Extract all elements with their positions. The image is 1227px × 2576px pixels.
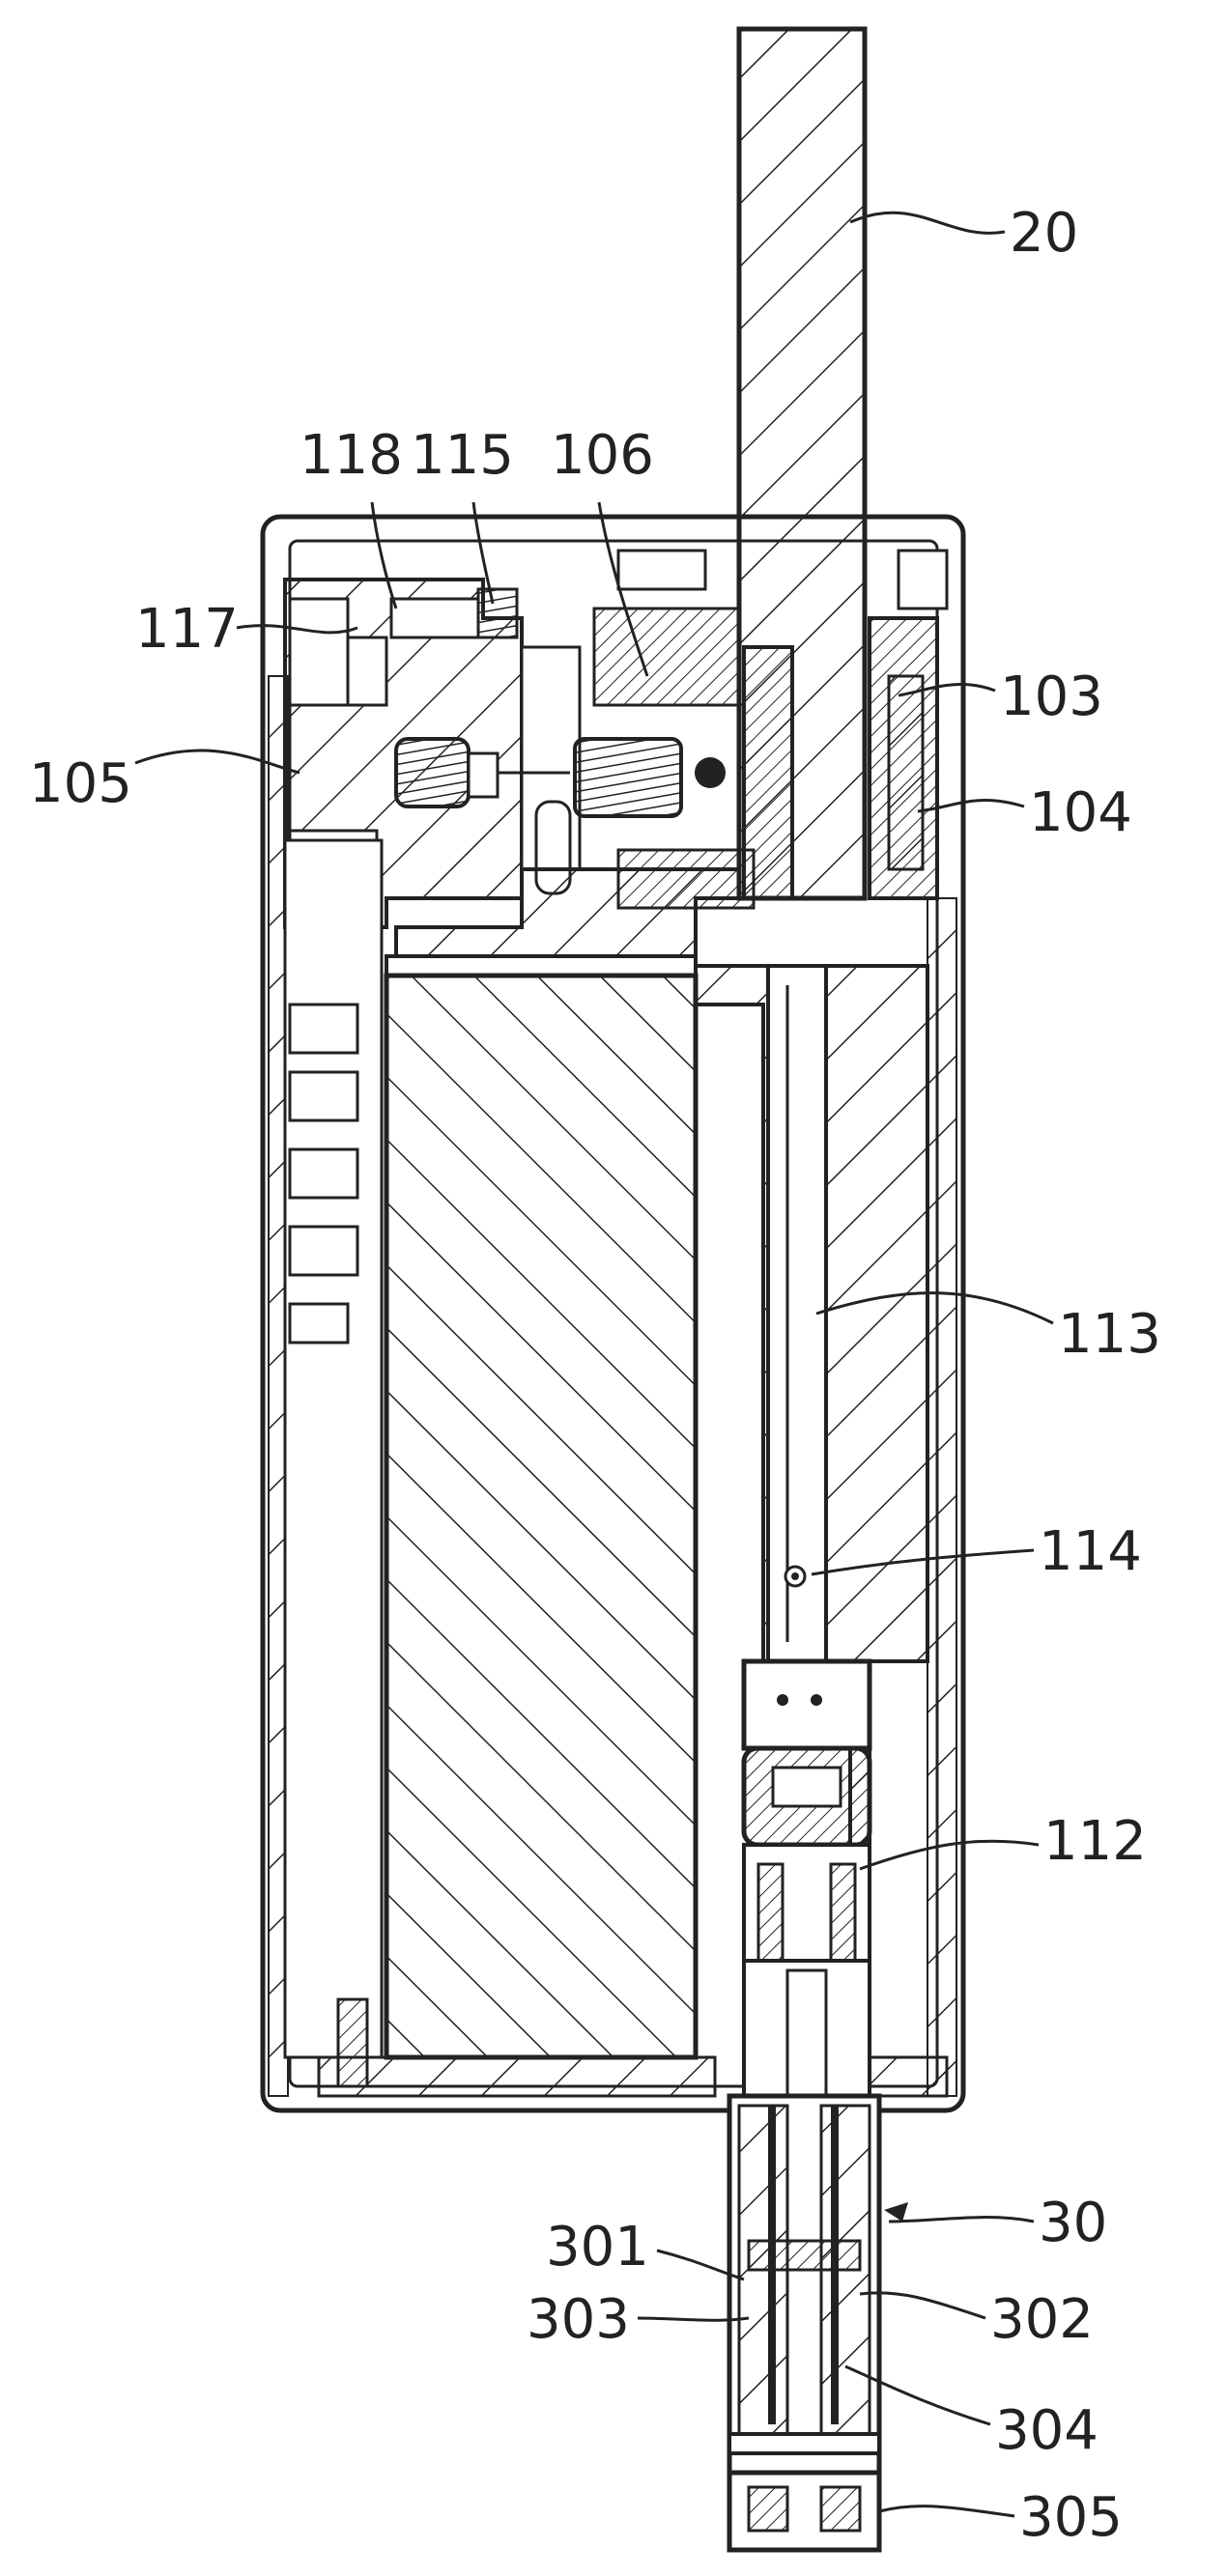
label-118: 118	[300, 424, 403, 487]
label-305: 305	[1019, 2486, 1123, 2549]
label-20: 20	[1010, 202, 1078, 265]
label-105: 105	[29, 752, 132, 815]
label-304: 304	[995, 2399, 1099, 2462]
label-117: 117	[135, 598, 239, 661]
label-302: 302	[990, 2288, 1094, 2351]
label-115: 115	[411, 424, 514, 487]
label-106: 106	[551, 424, 654, 487]
pump-112	[744, 1661, 870, 2096]
label-301: 301	[546, 2216, 649, 2279]
label-104: 104	[1029, 781, 1132, 844]
label-30: 30	[1039, 2192, 1107, 2254]
label-112: 112	[1043, 1810, 1147, 1873]
label-113: 113	[1058, 1303, 1161, 1366]
label-103: 103	[1000, 665, 1103, 728]
label-114: 114	[1039, 1520, 1142, 1583]
label-303: 303	[527, 2288, 630, 2351]
nozzle-30	[729, 2096, 879, 2550]
